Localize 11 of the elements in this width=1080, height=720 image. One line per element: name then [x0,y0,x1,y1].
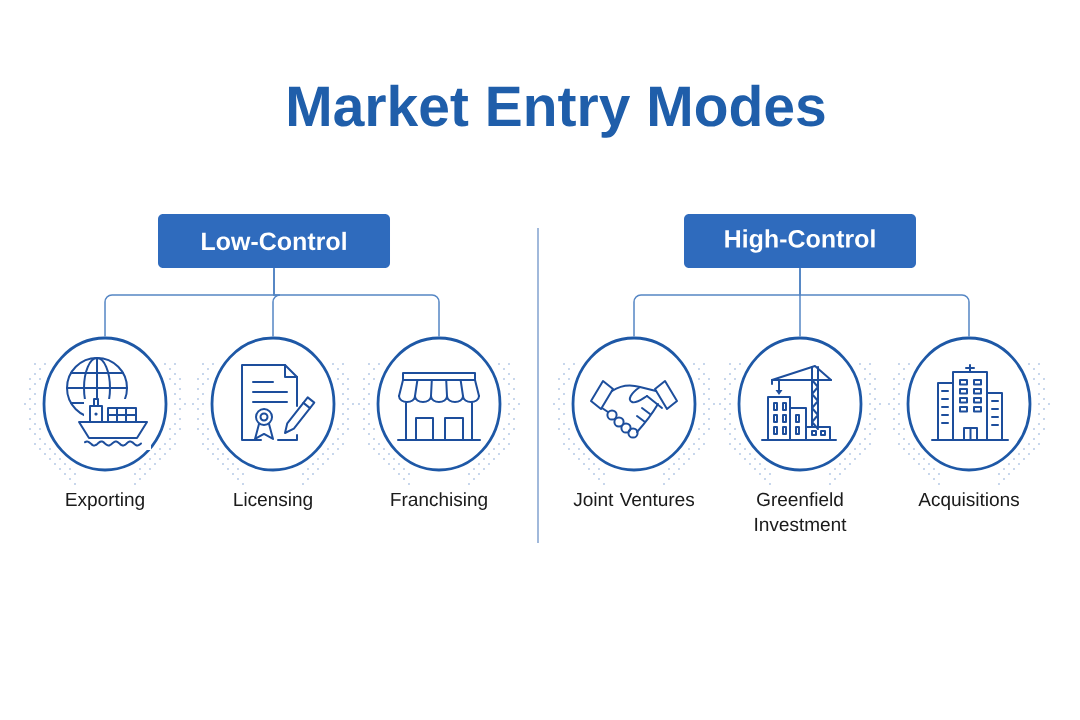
mode-label: Joint Ventures [573,492,695,507]
category-box: High-Control [684,214,916,268]
title: Market Entry Modes [289,84,825,138]
mode-label: Exporting [66,492,144,510]
connector-line [272,267,440,338]
mode-label: Acquisitions [918,492,1019,510]
mode-label: Franchising [391,492,487,510]
mode-label: Greenfield Investment [755,492,847,532]
category-box: Low-Control [158,214,390,268]
mode-label: Licensing [234,492,312,510]
connector-line [798,267,970,338]
